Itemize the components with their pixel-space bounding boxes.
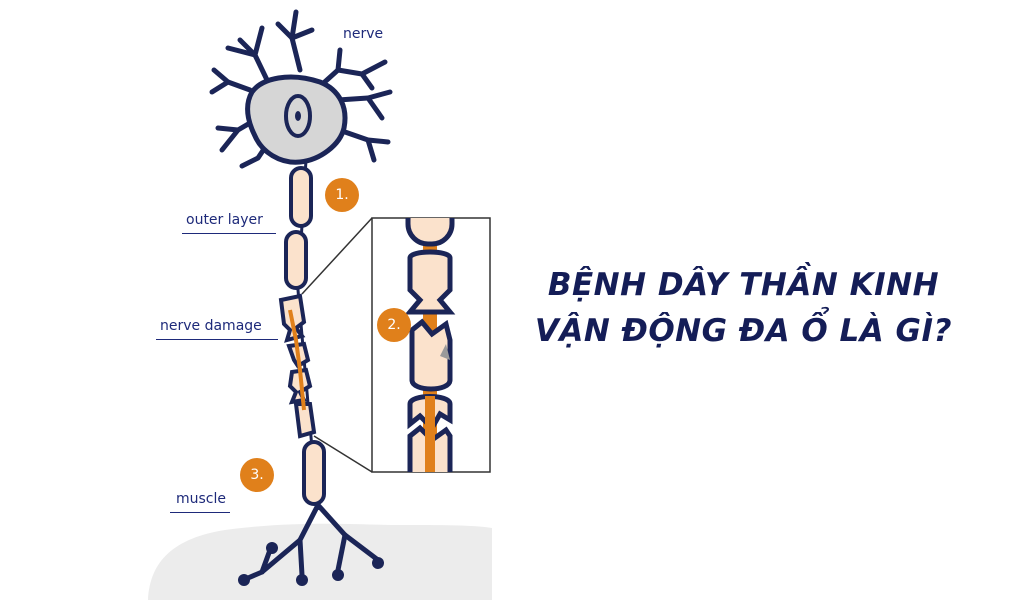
terminal-buttons	[238, 542, 384, 586]
step-3-badge: 3.	[240, 458, 274, 492]
axon-terminals	[245, 502, 381, 581]
outer-layer-underline	[182, 233, 276, 234]
step-1-badge: 1.	[325, 178, 359, 212]
headline-line-1: BỆNH DÂY THẦN KINH	[547, 267, 940, 303]
nerve-damage-label: nerve damage	[160, 318, 262, 334]
zoom-line-top	[301, 217, 373, 295]
headline-line-2: VẬN ĐỘNG ĐA Ổ LÀ GÌ?	[534, 313, 952, 349]
step-2-badge: 2.	[377, 308, 411, 342]
muscle-region	[148, 523, 492, 600]
nucleus	[284, 94, 312, 138]
zoom-line-bottom	[313, 435, 373, 473]
dendrites	[209, 9, 393, 169]
muscle-underline	[170, 512, 230, 513]
headline: BỆNH DÂY THẦN KINH VẬN ĐỘNG ĐA Ổ LÀ GÌ?	[535, 262, 952, 354]
nerve-label: nerve	[343, 26, 384, 42]
outer-layer-label: outer layer	[186, 212, 263, 228]
muscle-label: muscle	[176, 491, 227, 507]
zoom-inset	[371, 217, 491, 473]
nerve-damage-underline	[156, 339, 278, 340]
damaged-segments	[278, 293, 317, 439]
nucleolus	[295, 111, 301, 121]
myelin-segments	[284, 166, 326, 506]
